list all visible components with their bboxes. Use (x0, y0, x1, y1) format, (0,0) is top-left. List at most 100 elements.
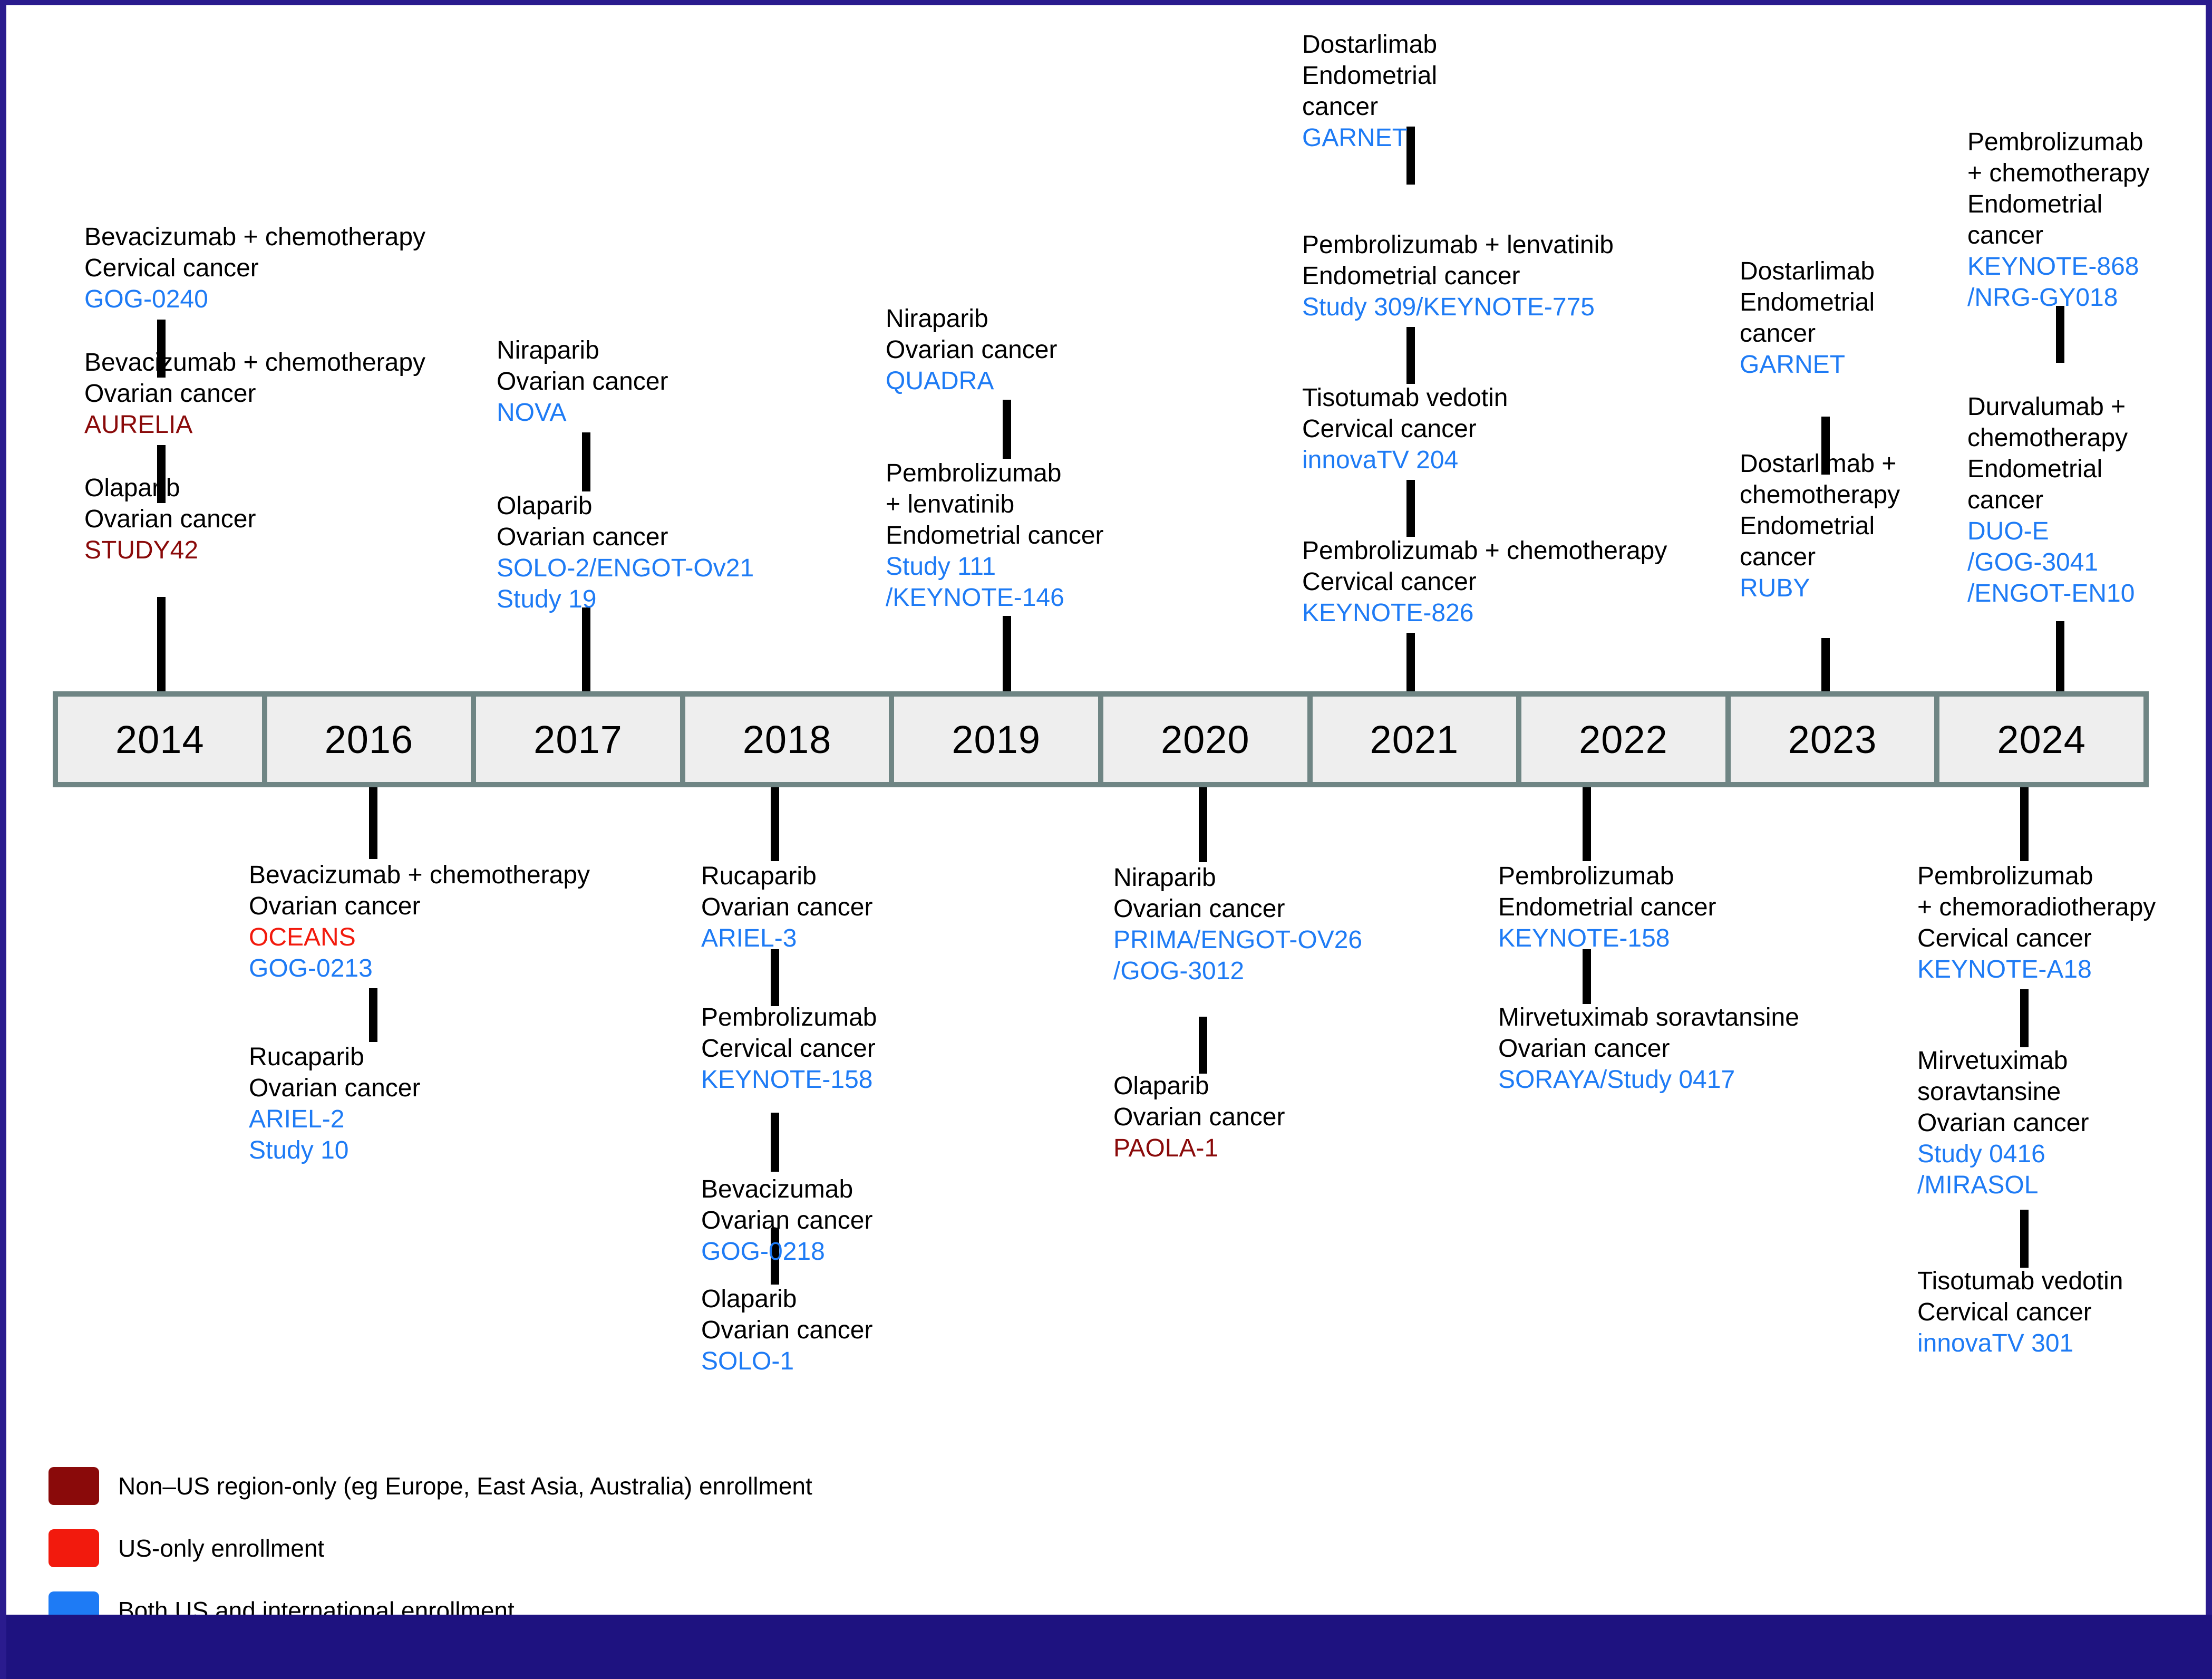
trial-description-line: Rucaparib (701, 862, 817, 890)
trial-description-line: Cervical cancer (1917, 924, 2092, 952)
trial-description-line: chemotherapy (1967, 424, 2128, 452)
trial-description-line: Mirvetuximab (1917, 1047, 2068, 1075)
connector-stem (2056, 621, 2064, 692)
trial-name-line: OCEANS (249, 923, 356, 951)
trial-description-line: Endometrial (1967, 455, 2103, 483)
year-cell-2017[interactable]: 2017 (476, 697, 680, 782)
year-cell-2021[interactable]: 2021 (1312, 697, 1517, 782)
legend-label: Non–US region-only (eg Europe, East Asia… (118, 1472, 812, 1500)
trial-description-line: Olaparib (84, 474, 180, 502)
year-cell-2023[interactable]: 2023 (1730, 697, 1935, 782)
trial-description-line: Ovarian cancer (701, 893, 873, 921)
trial-description-line: Niraparib (1113, 864, 1216, 892)
trial-description-line: Pembrolizumab (701, 1003, 877, 1031)
trial-name-line: /ENGOT-EN10 (1967, 580, 2135, 607)
trial-name-line: KEYNOTE-158 (701, 1066, 873, 1094)
connector-stem (771, 1228, 779, 1285)
trial-name-line: PAOLA-1 (1113, 1134, 1219, 1162)
connector-stem (1583, 787, 1591, 861)
trial-name-line: STUDY42 (84, 536, 199, 564)
year-cell-2020[interactable]: 2020 (1103, 697, 1307, 782)
trial-description-line: Ovarian cancer (1498, 1035, 1670, 1063)
trial-description-line: Dostarlimab (1302, 31, 1438, 59)
trial-description-line: Endometrial (1967, 190, 2103, 218)
year-cell-2024[interactable]: 2024 (1939, 697, 2143, 782)
trial-description-line: Endometrial (1740, 512, 1875, 540)
trial-description-line: Mirvetuximab soravtansine (1498, 1003, 1799, 1031)
connector-stem (1821, 638, 1830, 692)
trial-description-line: Ovarian cancer (886, 336, 1058, 364)
connector-stem (157, 320, 166, 378)
trial-description-line: Olaparib (1113, 1072, 1209, 1100)
trial-description-line: Cervical cancer (1917, 1298, 2092, 1326)
trial-name-line: SOLO-1 (701, 1347, 794, 1375)
trial-name-line: ARIEL-2 (249, 1105, 345, 1133)
connector-stem (157, 597, 166, 692)
trial-description-line: cancer (1967, 486, 2044, 514)
connector-stem (1406, 480, 1415, 537)
year-cell-2019[interactable]: 2019 (894, 697, 1098, 782)
connector-stem (157, 445, 166, 503)
trial-name-line: SORAYA/Study 0417 (1498, 1066, 1735, 1094)
trial-description-line: Dostarlimab + (1740, 450, 1897, 478)
trial-name-line: KEYNOTE-158 (1498, 924, 1670, 952)
trial-description-line: Bevacizumab (701, 1175, 853, 1203)
trial-name-line: /GOG-3041 (1967, 548, 2099, 576)
trial-description-line: + lenvatinib (886, 490, 1015, 518)
trial-description-line: Olaparib (497, 492, 593, 520)
trial-name-line: Study 0416 (1917, 1140, 2045, 1168)
trial-description-line: Endometrial cancer (1498, 893, 1716, 921)
trial-name-line: /KEYNOTE-146 (886, 584, 1064, 612)
trial-name-line: KEYNOTE-826 (1302, 599, 1474, 627)
trial-description-line: cancer (1740, 320, 1816, 348)
trial-name-line: QUADRA (886, 367, 994, 395)
trial-name-line: GOG-0213 (249, 954, 373, 982)
trial-description-line: Ovarian cancer (497, 368, 668, 395)
connector-stem (369, 787, 377, 859)
trial-description-line: Ovarian cancer (249, 1074, 421, 1102)
trial-description-line: Ovarian cancer (249, 892, 421, 920)
trial-description-line: Cervical cancer (1302, 568, 1477, 596)
connector-stem (2020, 989, 2029, 1047)
trial-description-line: Pembrolizumab + lenvatinib (1302, 231, 1614, 259)
trial-name-line: RUBY (1740, 574, 1810, 602)
trial-description-line: Bevacizumab + chemotherapy (84, 223, 426, 251)
year-cell-2016[interactable]: 2016 (267, 697, 471, 782)
connector-stem (1003, 400, 1011, 459)
trial-name-line: KEYNOTE-868 (1967, 253, 2139, 281)
year-cell-2022[interactable]: 2022 (1521, 697, 1725, 782)
year-cell-2018[interactable]: 2018 (685, 697, 889, 782)
trial-name-line: /MIRASOL (1917, 1171, 2039, 1199)
trial-name-line: Study 111 (886, 553, 996, 581)
trial-name-line: DUO-E (1967, 517, 2049, 545)
year-cell-2014[interactable]: 2014 (58, 697, 262, 782)
trial-name-line: KEYNOTE-A18 (1917, 956, 2092, 983)
trial-description-line: chemotherapy (1740, 481, 1900, 509)
legend-item: Non–US region-only (eg Europe, East Asia… (48, 1461, 812, 1511)
connector-stem (582, 432, 590, 491)
trial-description-line: Niraparib (497, 336, 599, 364)
trial-description-line: Niraparib (886, 305, 988, 333)
connector-stem (1406, 633, 1415, 692)
trial-description-line: Ovarian cancer (84, 505, 256, 533)
